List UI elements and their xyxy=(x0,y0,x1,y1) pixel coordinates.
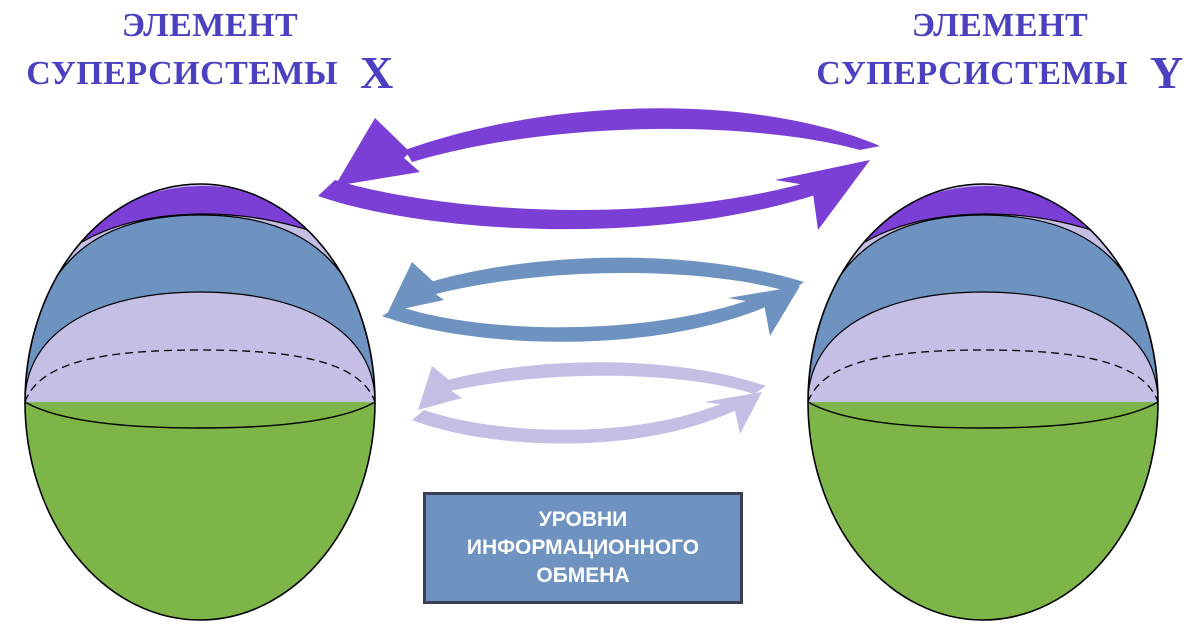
title-x-letter: X xyxy=(360,47,394,99)
sphere-x-equator-front xyxy=(24,401,376,429)
legend-line2: ИНФОРМАЦИОННОГО xyxy=(466,536,700,560)
sphere-y-level-low-cap xyxy=(808,292,1158,402)
title-x-word: СУПЕРСИСТЕМЫ xyxy=(26,55,339,93)
sphere-x-level-low-cap xyxy=(25,292,375,402)
sphere-element-y xyxy=(807,183,1159,621)
title-x-line2: СУПЕРСИСТЕМЫ X xyxy=(10,46,410,100)
sphere-element-x xyxy=(24,183,376,621)
title-x-line1: ЭЛЕМЕНТ xyxy=(121,7,299,44)
sphere-y-equator-front xyxy=(807,401,1159,429)
sphere-y-outline xyxy=(807,183,1159,621)
double-arrow-icon xyxy=(412,362,766,444)
title-element-x: ЭЛЕМЕНТ СУПЕРСИСТЕМЫ X xyxy=(10,6,410,100)
title-y-line1: ЭЛЕМЕНТ xyxy=(911,7,1089,44)
title-y-letter: Y xyxy=(1150,47,1184,99)
legend-line1: УРОВНИ xyxy=(538,508,628,532)
title-y-word: СУПЕРСИСТЕМЫ xyxy=(816,55,1129,93)
title-element-y: ЭЛЕМЕНТ СУПЕРСИСТЕМЫ Y xyxy=(800,6,1200,100)
legend-line3: ОБМЕНА xyxy=(536,563,630,587)
title-y-line2: СУПЕРСИСТЕМЫ Y xyxy=(800,46,1200,100)
double-arrow-icon xyxy=(318,108,880,230)
sphere-y-equator-back xyxy=(807,349,1159,403)
double-arrow-icon xyxy=(382,257,804,342)
sphere-x-equator-back xyxy=(24,349,376,403)
legend-box: УРОВНИ ИНФОРМАЦИОННОГО ОБМЕНА xyxy=(423,492,743,604)
sphere-x-outline xyxy=(24,183,376,621)
